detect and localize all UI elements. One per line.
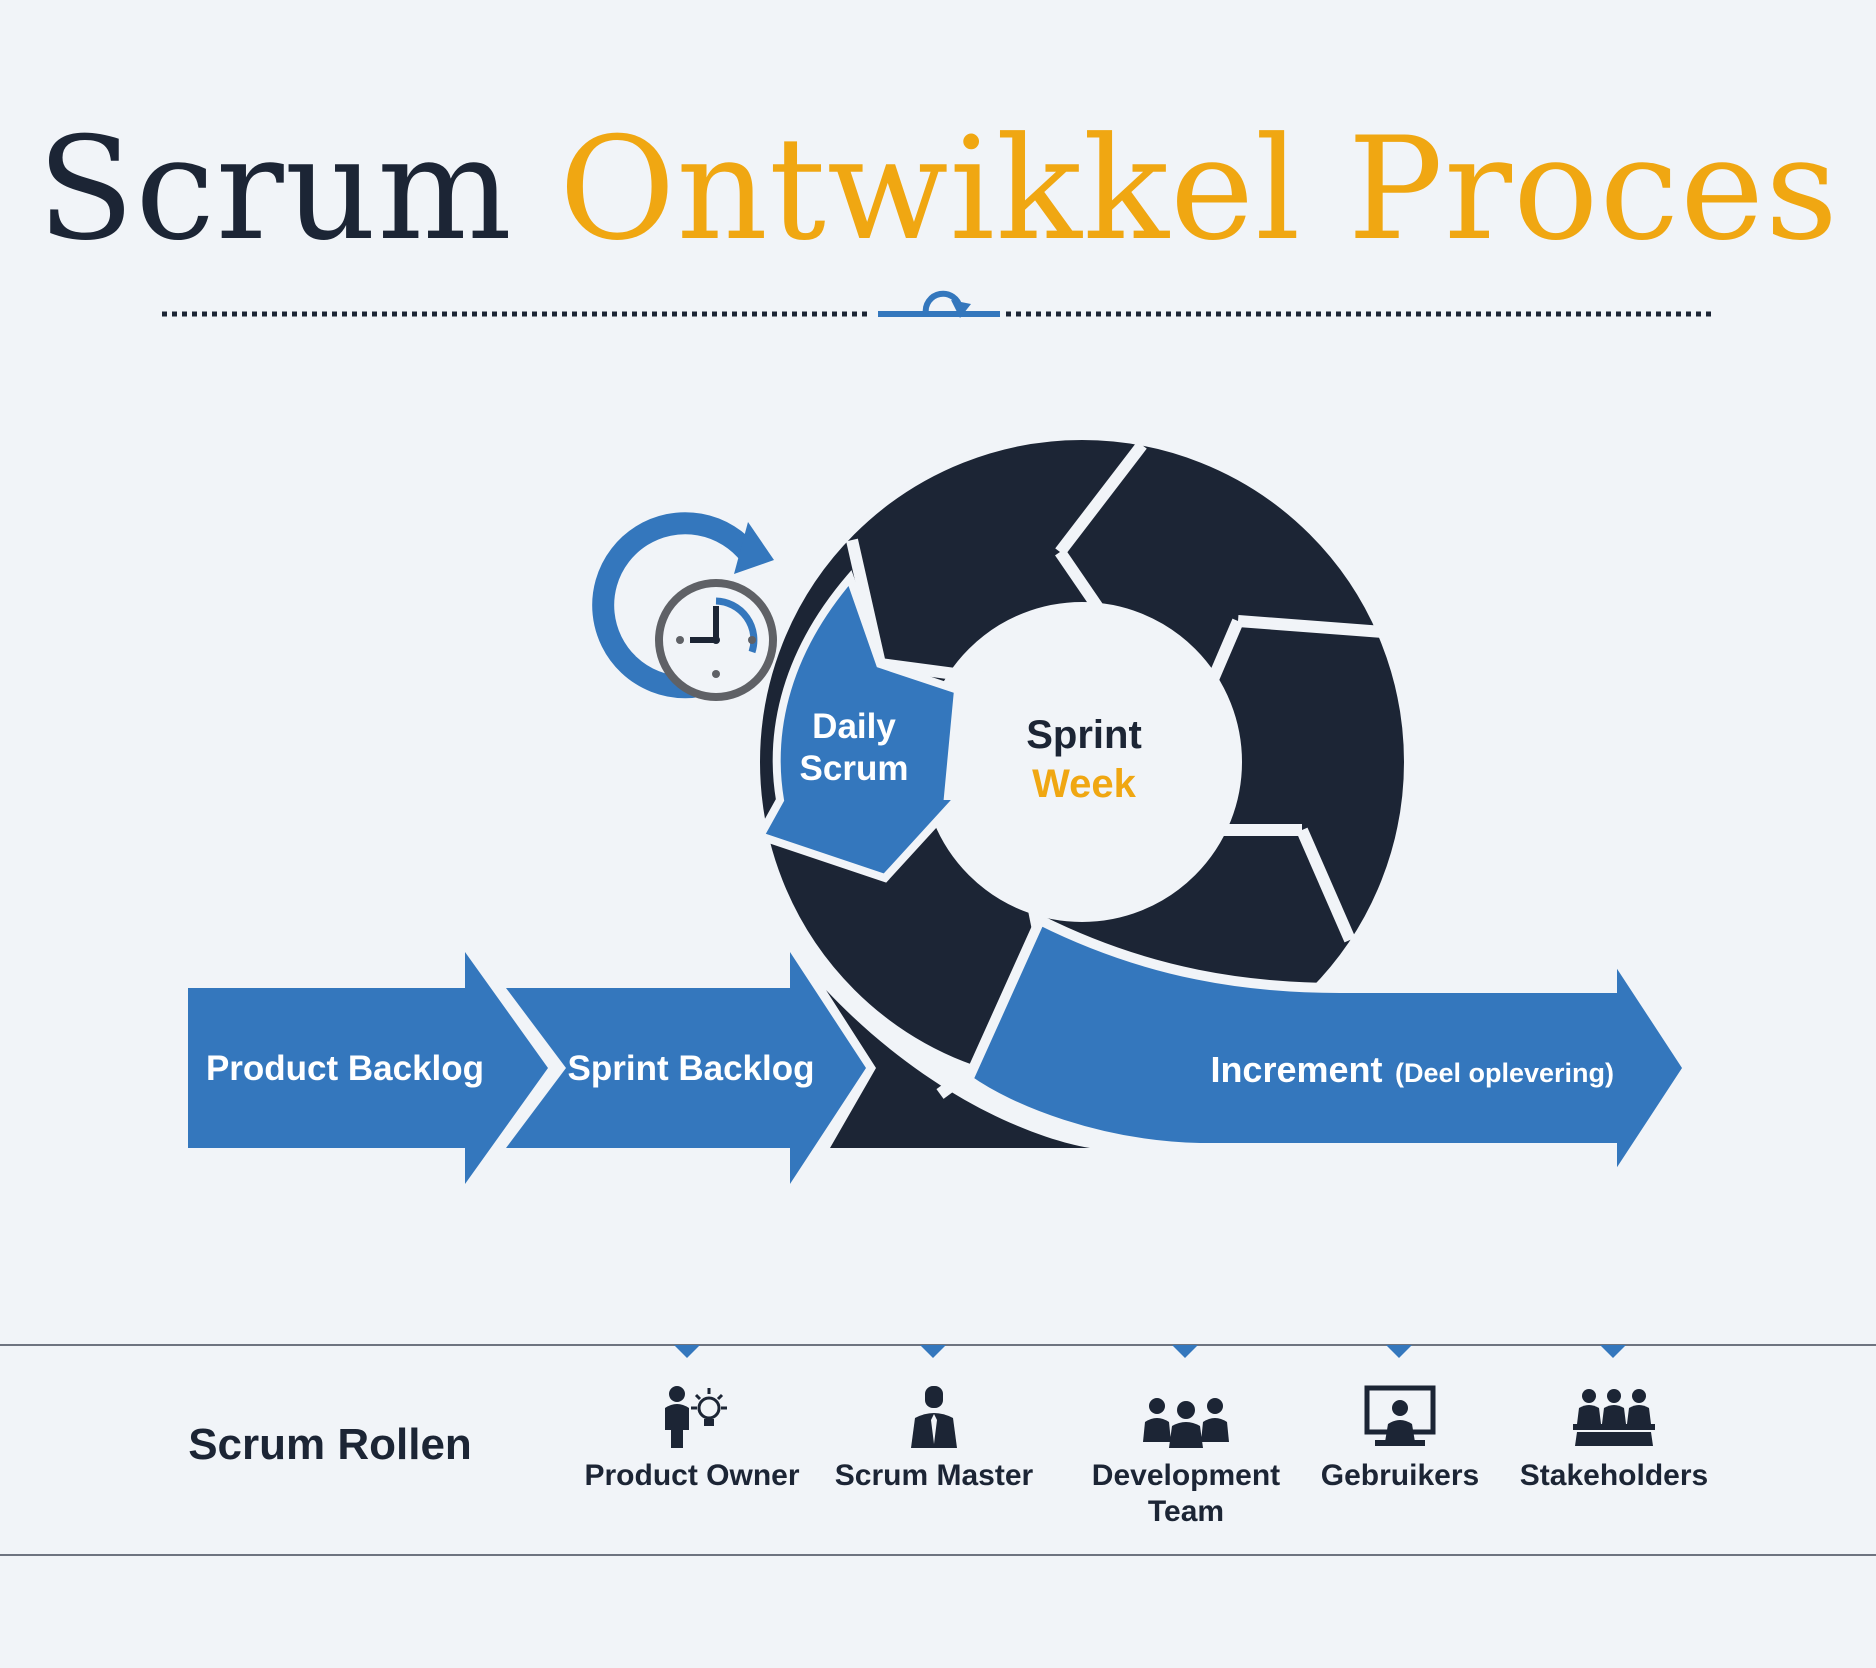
- product-owner-icon: [665, 1386, 727, 1448]
- increment-note: (Deel oplevering): [1395, 1058, 1614, 1088]
- role-development-team: Development Team: [1076, 1384, 1296, 1530]
- title-divider: [162, 290, 1716, 318]
- gebruikers-icon: [1364, 1385, 1436, 1446]
- scrum-roles-heading: Scrum Rollen: [188, 1420, 472, 1469]
- role-notch: [1172, 1345, 1198, 1358]
- page-title: Scrum Ontwikkel Proces: [0, 110, 1876, 270]
- role-notch: [1600, 1345, 1626, 1358]
- role-stakeholders: Stakeholders: [1504, 1384, 1724, 1494]
- role-gebruikers: Gebruikers: [1290, 1384, 1510, 1494]
- sprint-backlog-label: Sprint Backlog: [568, 1049, 815, 1088]
- role-label: Gebruikers: [1320, 1459, 1480, 1492]
- daily-label-line1: Daily: [812, 707, 896, 746]
- product-backlog-arrow: Product Backlog: [188, 952, 548, 1184]
- role-notch: [920, 1345, 946, 1358]
- cycle-icon: [878, 290, 1000, 318]
- sprint-backlog-arrow: Sprint Backlog: [506, 952, 866, 1184]
- title-ontwikkel-proces: Ontwikkel Proces: [559, 107, 1839, 272]
- product-backlog-label: Product Backlog: [206, 1049, 484, 1088]
- role-product-owner: Product Owner: [582, 1384, 802, 1494]
- daily-label-line2: Scrum: [800, 749, 909, 788]
- sprint-label: Sprint: [1026, 713, 1142, 757]
- role-scrum-master: Scrum Master: [824, 1384, 1044, 1494]
- increment-text: Increment (Deel oplevering): [1210, 1049, 1614, 1090]
- role-label: Stakeholders: [1519, 1459, 1709, 1492]
- development-team-icon: [1143, 1398, 1229, 1448]
- increment-label: Increment: [1210, 1049, 1382, 1090]
- week-label: Week: [1032, 762, 1137, 806]
- daily-clock-icon: [592, 512, 777, 701]
- role-notch: [1386, 1345, 1412, 1358]
- daily-scrum-segment: Daily Scrum: [754, 570, 970, 883]
- stakeholders-icon: [1573, 1389, 1655, 1446]
- role-label: Scrum Master: [834, 1459, 1034, 1492]
- title-scrum: Scrum: [37, 107, 513, 272]
- role-label: Development Team: [1091, 1459, 1281, 1528]
- role-notch: [674, 1345, 700, 1358]
- role-label: Product Owner: [584, 1459, 800, 1492]
- increment-arrow: Increment (Deel oplevering): [961, 913, 1694, 1201]
- scrum-master-icon: [911, 1386, 957, 1448]
